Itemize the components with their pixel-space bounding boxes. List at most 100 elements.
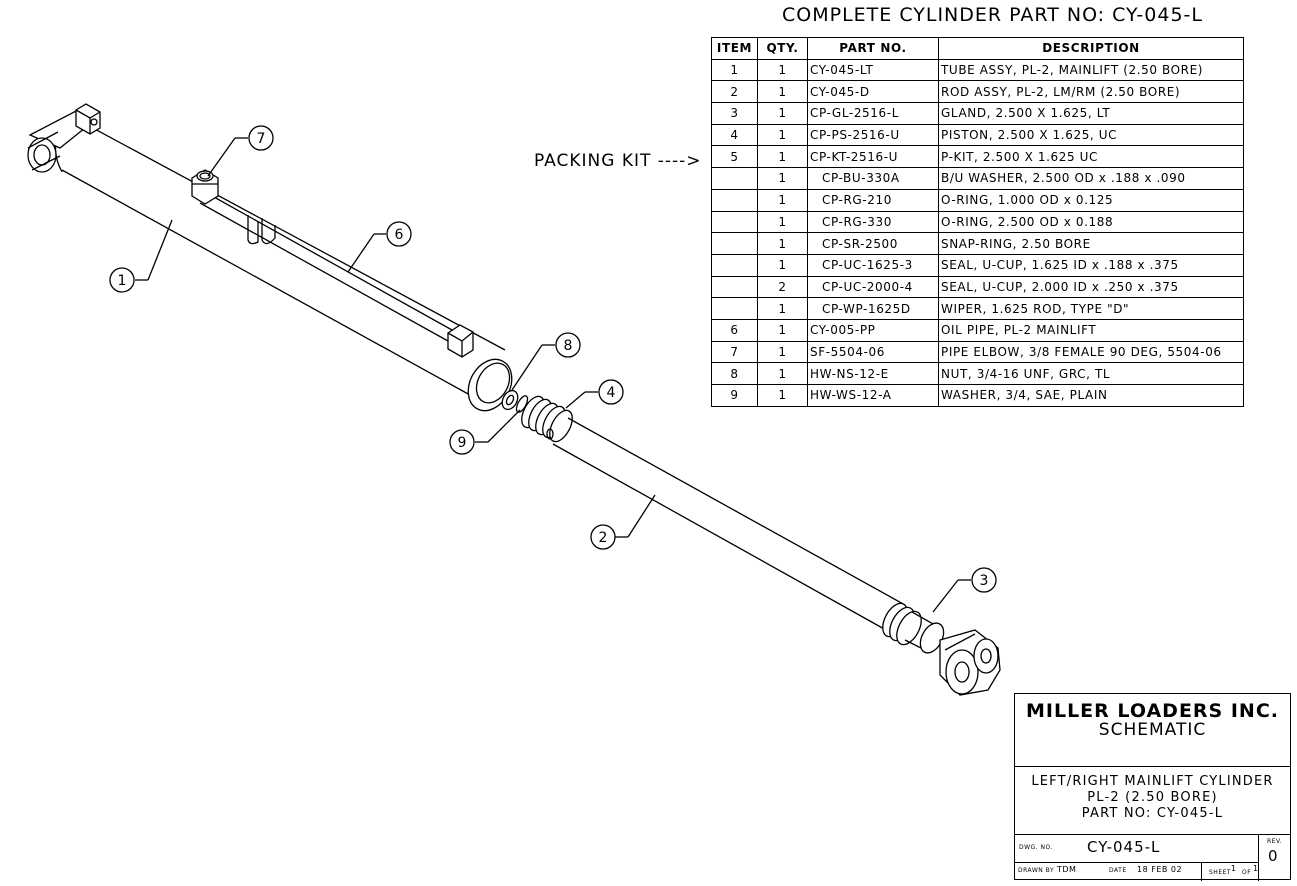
bom-item-cell: 9: [711, 384, 758, 407]
bom-item-cell: [711, 297, 758, 320]
bom-description-cell: NUT, 3/4-16 UNF, GRC, TL: [938, 362, 1244, 385]
drawn-by-value: TDM: [1057, 865, 1077, 874]
sheets-value: 1: [1253, 864, 1259, 873]
of-label: OF: [1242, 869, 1252, 876]
bom-qty-cell: 2: [757, 275, 808, 299]
svg-text:2: 2: [599, 530, 608, 546]
date-label: DATE: [1109, 867, 1127, 874]
dwg-no-label: DWG. NO.: [1019, 844, 1053, 851]
bom-description-cell: SEAL, U-CUP, 1.625 ID x .188 x .375: [938, 253, 1244, 277]
balloon-3: 3: [932, 567, 997, 613]
bom-qty-cell: 1: [757, 340, 808, 364]
bom-description-cell: WIPER, 1.625 ROD, TYPE "D": [938, 297, 1244, 320]
drawing-desc-line2: PL-2 (2.50 BORE): [1087, 790, 1218, 805]
bom-description-cell: SEAL, U-CUP, 2.000 ID x .250 x .375: [938, 275, 1244, 299]
bom-part-no-cell: HW-NS-12-E: [807, 362, 939, 385]
bom-qty-cell: 1: [757, 232, 808, 255]
bom-qty-cell: 1: [757, 167, 808, 190]
rod-assembly: [552, 417, 906, 631]
rev-label: REV.: [1267, 838, 1283, 845]
header-description: DESCRIPTION: [938, 37, 1244, 60]
bom-description-cell: O-RING, 2.500 OD x 0.188: [938, 210, 1244, 234]
tube-assembly: [27, 103, 513, 412]
bom-qty-cell: 1: [757, 297, 808, 320]
title-block: MILLER LOADERS INC. SCHEMATIC LEFT/RIGHT…: [1014, 693, 1291, 881]
bom-qty-cell: 1: [757, 80, 808, 104]
bom-item-cell: 6: [711, 318, 758, 342]
bom-qty-cell: 1: [757, 188, 808, 212]
bom-description-cell: PIPE ELBOW, 3/8 FEMALE 90 DEG, 5504-06: [938, 340, 1244, 364]
bom-part-no-cell: CP-RG-330: [807, 210, 939, 234]
header-part-no: PART NO.: [807, 37, 939, 60]
bom-qty-cell: 1: [757, 253, 808, 277]
gland: [882, 602, 945, 654]
bom-item-cell: 7: [711, 340, 758, 364]
svg-text:4: 4: [607, 385, 616, 401]
bom-description-cell: PISTON, 2.500 X 1.625, UC: [938, 123, 1244, 147]
bom-item-cell: [711, 275, 758, 299]
bom-part-no-cell: CP-RG-210: [807, 188, 939, 212]
balloon-7: 7: [207, 125, 274, 177]
bom-part-no-cell: CP-UC-2000-4: [807, 275, 939, 299]
bom-header-row: ITEM QTY. PART NO. DESCRIPTION: [711, 37, 1244, 60]
bom-part-no-cell: CP-SR-2500: [807, 232, 939, 255]
bom-part-no-cell: CY-045-LT: [807, 58, 939, 82]
balloon-9: 9: [449, 409, 521, 455]
svg-text:9: 9: [458, 435, 467, 451]
header-qty: QTY.: [757, 37, 808, 60]
balloon-6: 6: [347, 221, 412, 273]
drawn-by-label: DRAWN BY: [1018, 867, 1055, 874]
date-value: 18 FEB 02: [1137, 865, 1183, 874]
divider: [1015, 862, 1258, 863]
drawing-desc-line1: LEFT/RIGHT MAINLIFT CYLINDER: [1031, 774, 1274, 789]
sheet-value: 1: [1231, 864, 1237, 873]
bom-part-no-cell: SF-5504-06: [807, 340, 939, 364]
balloon-4: 4: [565, 379, 624, 409]
bom-qty-cell: 1: [757, 145, 808, 169]
bom-part-no-cell: CP-UC-1625-3: [807, 253, 939, 277]
pipe-elbow: [191, 169, 219, 205]
svg-text:8: 8: [564, 338, 573, 354]
svg-text:3: 3: [980, 573, 989, 589]
bom-item-cell: [711, 253, 758, 277]
bom-part-no-cell: CP-WP-1625D: [807, 297, 939, 320]
bom-part-no-cell: CP-KT-2516-U: [807, 145, 939, 169]
bom-title: COMPLETE CYLINDER PART NO: CY-045-L: [782, 4, 1203, 26]
bom-description-cell: O-RING, 1.000 OD x 0.125: [938, 188, 1244, 212]
balloon-8: 8: [511, 332, 581, 391]
header-item: ITEM: [711, 37, 758, 60]
bom-qty-cell: 1: [757, 102, 808, 125]
bom-item-cell: 3: [711, 102, 758, 125]
svg-text:7: 7: [257, 131, 266, 147]
bom-item-cell: 5: [711, 145, 758, 169]
bom-description-cell: WASHER, 3/4, SAE, PLAIN: [938, 384, 1244, 407]
bom-item-cell: 2: [711, 80, 758, 104]
rod-eye: [939, 629, 1001, 696]
bom-description-cell: B/U WASHER, 2.500 OD x .188 x .090: [938, 167, 1244, 190]
svg-text:1: 1: [118, 273, 127, 289]
bom-description-cell: TUBE ASSY, PL-2, MAINLIFT (2.50 BORE): [938, 58, 1244, 82]
bom-item-cell: [711, 188, 758, 212]
bom-qty-cell: 1: [757, 362, 808, 385]
bom-item-cell: 1: [711, 58, 758, 82]
bom-qty-cell: 1: [757, 318, 808, 342]
bom-part-no-cell: CP-BU-330A: [807, 167, 939, 190]
bom-item-cell: [711, 167, 758, 190]
divider: [1015, 766, 1290, 767]
